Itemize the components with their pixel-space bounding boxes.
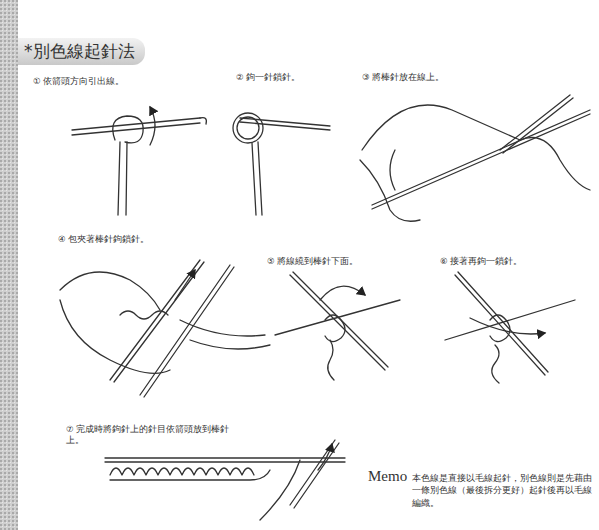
memo-note: 本色線是直接以毛線起針，別色線則是先藉由一條別色線（最後拆分更好）起針後再以毛線… bbox=[412, 472, 594, 509]
step-caption: ⑤ 將線繞到棒針下面。 bbox=[267, 256, 358, 268]
step-caption: ① 依箭頭方向引出線。 bbox=[33, 76, 124, 88]
memo-heading: Memo bbox=[368, 468, 407, 485]
page-title: *別色線起針法 bbox=[18, 38, 145, 65]
step-caption: ⑥ 接著再鉤一鎖針。 bbox=[440, 256, 522, 268]
side-band bbox=[0, 0, 18, 530]
step-caption: ③ 將棒針放在線上。 bbox=[362, 72, 444, 84]
step-caption: ② 鉤一針鎖針。 bbox=[236, 72, 300, 84]
step-caption: ⑦ 完成時將鉤針上的針目依箭頭放到棒針上。 bbox=[66, 424, 231, 447]
step-caption: ④ 包夾著棒針鉤鎖針。 bbox=[58, 234, 149, 246]
